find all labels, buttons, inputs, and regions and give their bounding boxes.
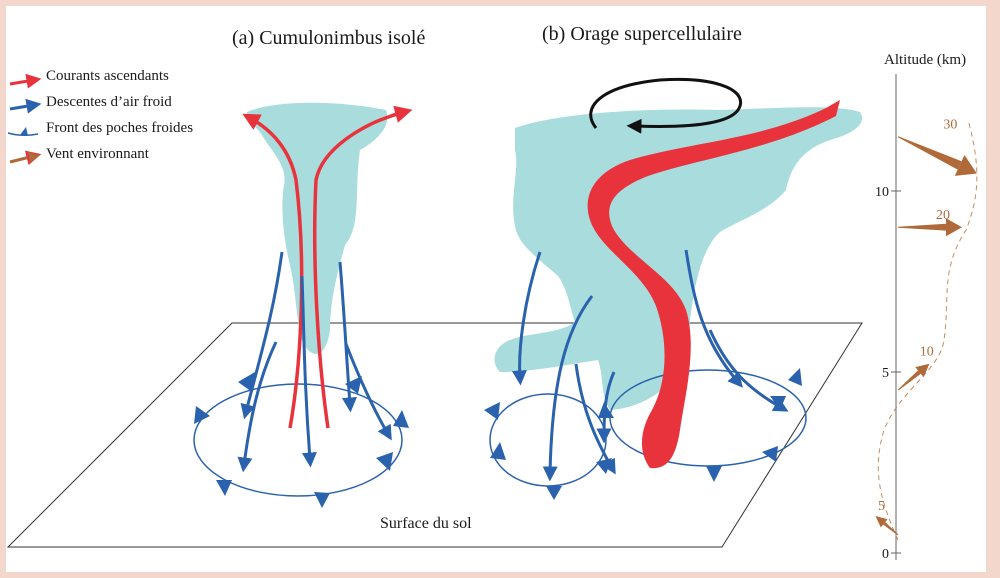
- cold-pool-outline: [193, 383, 403, 497]
- wind-speed-label: 30: [943, 118, 957, 133]
- wind-speed-label: 10: [920, 345, 934, 360]
- title-cumulonimbus: (a) Cumulonimbus isolé: [232, 27, 425, 49]
- cumulonimbus-cloud: [247, 102, 388, 354]
- downdraft-arrow: [511, 251, 542, 386]
- wind-vector-head: [954, 155, 977, 176]
- supercell-cloud: [494, 107, 863, 411]
- downdraft-arrow: [574, 363, 616, 475]
- red-arrow-icon: [9, 73, 42, 89]
- wind-vector-head: [915, 363, 930, 378]
- altitude-profile: Altitude (km) 0 5 10 5 10 20 30: [875, 52, 978, 562]
- wind-vector-head: [946, 218, 962, 237]
- legend-label-updraft: Courants ascendants: [46, 68, 169, 84]
- wind-speed-label: 20: [936, 208, 950, 223]
- supercell-diagram: [484, 77, 863, 500]
- wind-vector-arrow: [883, 522, 899, 536]
- downdraft-arrow: [300, 275, 317, 468]
- wind-vector-head: [875, 515, 888, 528]
- wind-vector-arrow: [897, 370, 921, 391]
- wind-speed-label: 5: [878, 499, 885, 514]
- blue-arrow-icon: [9, 98, 42, 114]
- legend-label-ambient-wind: Vent environnant: [46, 146, 150, 162]
- downdraft-arrow: [542, 295, 594, 482]
- wind-vector-arrow: [897, 136, 962, 170]
- updraft-arrow: [242, 113, 304, 429]
- downdraft-arrow: [240, 251, 284, 420]
- altitude-tick-label: 10: [875, 185, 889, 200]
- downdraft-arrow: [684, 249, 743, 388]
- downdraft-arrow: [237, 341, 278, 473]
- downdraft-arrow: [344, 343, 392, 441]
- downdraft-arrow: [596, 371, 616, 444]
- cumulonimbus-diagram: [193, 102, 413, 508]
- gust-front-barbs: [194, 372, 409, 508]
- downdraft-arrow: [338, 261, 357, 413]
- downdraft-arrow: [708, 329, 789, 412]
- blue-front-icon: [7, 127, 39, 137]
- updraft-arrow: [313, 105, 413, 429]
- legend-label-downdraft: Descentes d’air froid: [46, 94, 172, 110]
- altitude-tick-label: 0: [882, 547, 889, 562]
- diagram-panel: [6, 6, 986, 572]
- altitude-tick-label: 5: [882, 366, 889, 381]
- ground-label: Surface du sol: [380, 515, 472, 532]
- wind-vector-arrow: [898, 223, 946, 231]
- legend: Courants ascendants Descentes d’air froi…: [7, 68, 193, 166]
- legend-label-cold-front: Front des poches froides: [46, 120, 193, 136]
- title-supercell: (b) Orage supercellulaire: [542, 23, 742, 45]
- rotation-arrow: [589, 77, 742, 134]
- altitude-axis-title: Altitude (km): [884, 52, 966, 68]
